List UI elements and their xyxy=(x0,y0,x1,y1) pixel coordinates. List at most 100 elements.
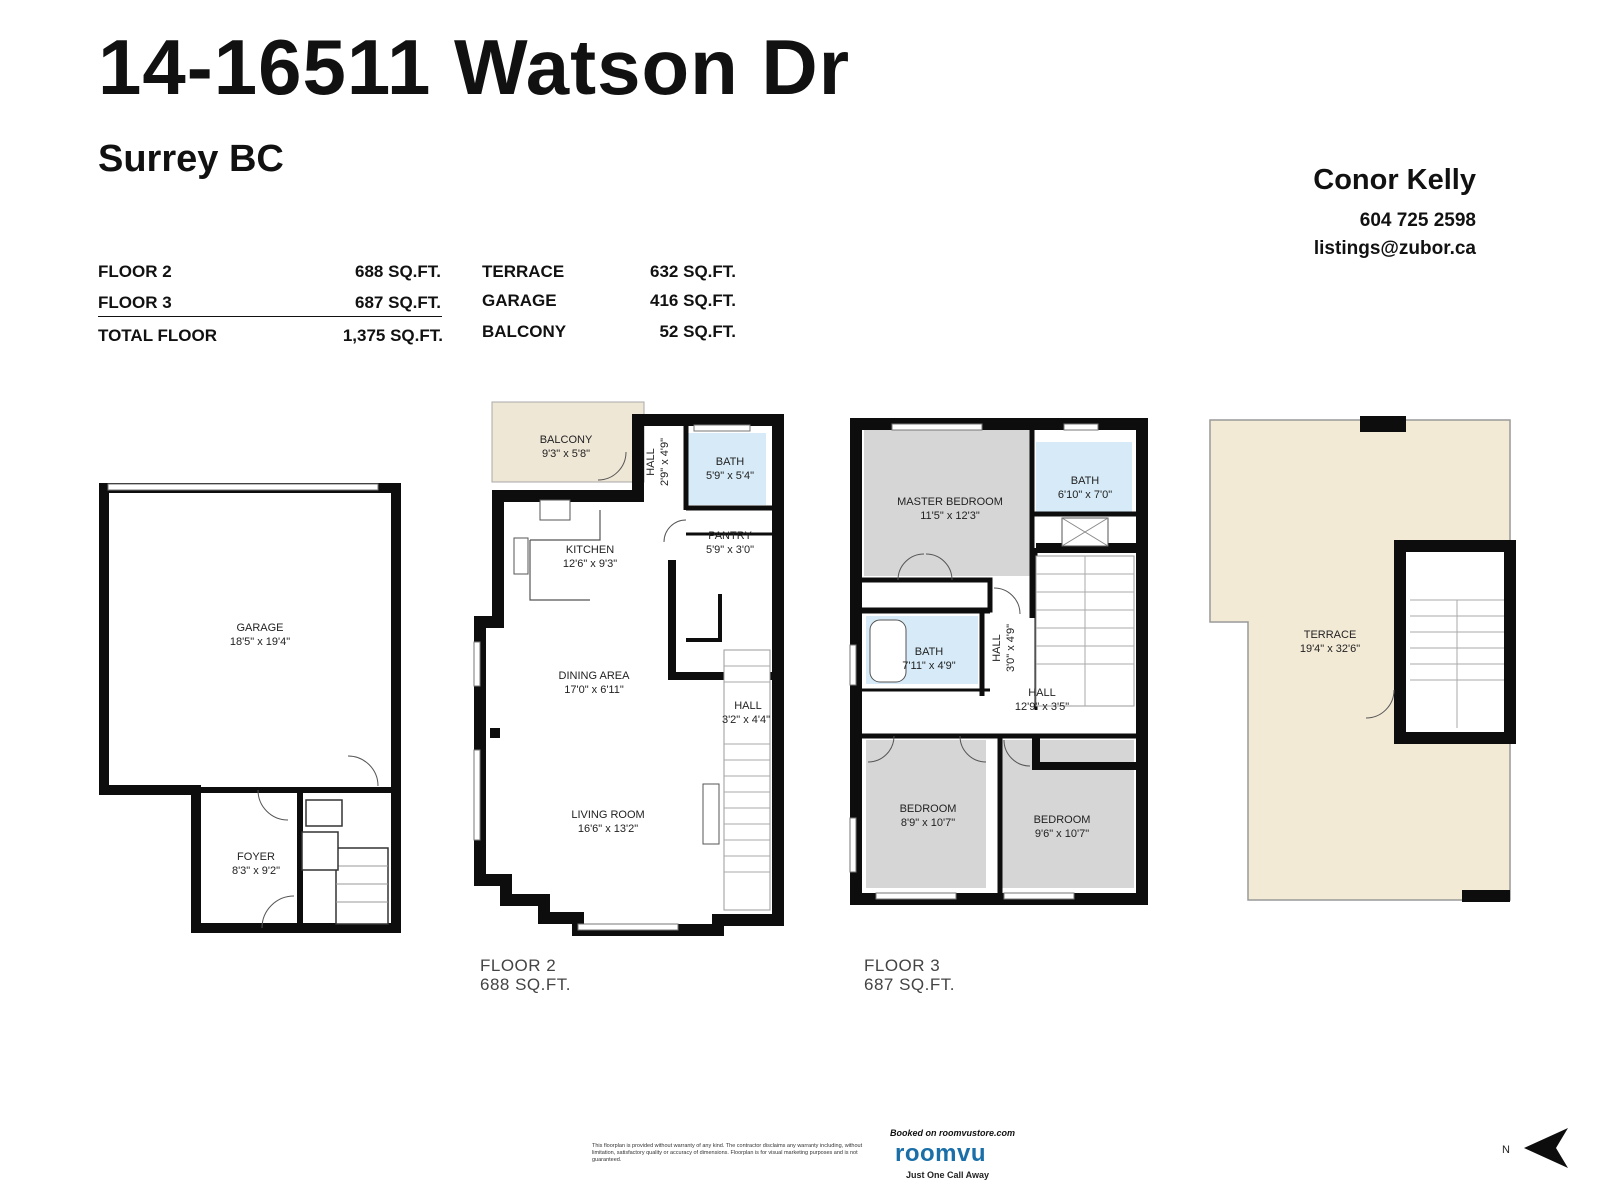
agent-email: listings@zubor.ca xyxy=(1313,238,1476,259)
room-dims-terrace: 19'4" x 32'6" xyxy=(1300,643,1360,655)
room-name-garage: GARAGE xyxy=(236,622,283,634)
room-dims-garage: 18'5" x 19'4" xyxy=(230,636,290,648)
floor3-area: 687 SQ.FT. xyxy=(864,975,955,994)
garage-room xyxy=(108,485,392,789)
door-swing xyxy=(1365,689,1395,719)
door-swing xyxy=(257,789,289,821)
room-name-foyer: FOYER xyxy=(237,851,275,863)
property-city: Surrey BC xyxy=(98,138,284,180)
master-bedroom-room xyxy=(864,430,1032,576)
area-label-total: TOTAL FLOOR xyxy=(98,326,217,345)
room-dims-pantry: 5'9" x 3'0" xyxy=(706,544,754,556)
room-dims-hall-f2-top: 2'9" x 4'9" xyxy=(659,438,671,486)
room-name-hall-f3: HALL xyxy=(1028,687,1056,699)
room-name-balcony: BALCONY xyxy=(540,434,593,446)
room-dims-foyer: 8'3" x 9'2" xyxy=(232,865,280,877)
door-swing xyxy=(261,895,295,929)
booked-text: Booked on roomvustore.com xyxy=(890,1128,1016,1138)
door-swing xyxy=(897,553,925,581)
room-dims-dining: 17'0" x 6'11" xyxy=(564,684,624,696)
terrace-stair-enclosure xyxy=(1394,540,1516,744)
area-value-floor2: 688 SQ.FT. xyxy=(355,262,441,281)
area-value-balcony: 52 SQ.FT. xyxy=(659,322,736,341)
room-dims-living: 16'6" x 13'2" xyxy=(578,823,638,835)
floor2-plan xyxy=(473,401,784,936)
bathtub-icon xyxy=(869,619,907,683)
room-dims-bedroom2: 9'6" x 10'7" xyxy=(1035,828,1089,840)
floor3-name: FLOOR 3 xyxy=(864,956,941,975)
room-dims-balcony: 9'3" x 5'8" xyxy=(542,448,590,460)
sink-icon xyxy=(539,499,571,521)
floor1-outer-wall xyxy=(99,483,401,933)
area-label-garage: GARAGE xyxy=(482,291,557,310)
room-name-terrace: TERRACE xyxy=(1304,629,1357,641)
floor1-plan xyxy=(99,483,401,933)
room-dims-kitchen: 12'6" x 9'3" xyxy=(563,558,617,570)
agent-name: Conor Kelly xyxy=(1313,164,1476,196)
room-name-hall-f2-top: HALL xyxy=(645,448,657,476)
bath-f3-top-room xyxy=(1036,442,1132,514)
floor2-area: 688 SQ.FT. xyxy=(480,975,571,994)
north-arrow-icon: N xyxy=(1502,1128,1568,1168)
roomvu-logo: roomvu xyxy=(895,1140,987,1167)
floor2-outer-wall xyxy=(474,414,784,936)
room-dims-hall-f2: 3'2" x 4'4" xyxy=(722,714,770,726)
room-name-living: LIVING ROOM xyxy=(571,809,644,821)
foyer-stairs xyxy=(335,847,389,925)
room-name-pantry: PANTRY xyxy=(708,530,752,542)
room-name-hall-f2: HALL xyxy=(734,700,762,712)
area-value-total: 1,375 SQ.FT. xyxy=(342,326,443,345)
door-swing xyxy=(663,519,687,543)
roomvu-tagline: Just One Call Away xyxy=(906,1170,990,1180)
property-address: 14-16511 Watson Dr xyxy=(98,23,851,111)
room-dims-bath-f2: 5'9" x 5'4" xyxy=(706,470,754,482)
room-dims-hall-f3: 12'9" x 3'5" xyxy=(1015,701,1069,713)
door-swing xyxy=(993,587,1021,615)
area-value-floor3: 687 SQ.FT. xyxy=(355,293,441,312)
terrace-plan xyxy=(1209,416,1516,902)
room-name-master: MASTER BEDROOM xyxy=(897,496,1003,508)
area-label-floor3: FLOOR 3 xyxy=(98,293,172,312)
room-dims-master: 11'5" x 12'3" xyxy=(920,510,980,522)
door-swing xyxy=(347,755,379,787)
room-dims-bath-f3-top: 6'10" x 7'0" xyxy=(1058,489,1112,501)
door-swing xyxy=(1003,739,1031,767)
fireplace xyxy=(702,783,720,845)
area-value-terrace: 632 SQ.FT. xyxy=(650,262,736,281)
door-swing xyxy=(597,451,627,481)
door-swing xyxy=(867,735,895,763)
kitchen-counter xyxy=(529,540,590,601)
floor3-plan xyxy=(849,418,1148,905)
room-name-kitchen: KITCHEN xyxy=(566,544,614,556)
stove-icon xyxy=(513,537,529,575)
room-name-bath-f3-top: BATH xyxy=(1071,475,1100,487)
room-dims-bath-f3: 7'11" x 4'9" xyxy=(902,660,955,672)
north-label: N xyxy=(1502,1144,1510,1156)
garage-door xyxy=(107,483,379,491)
door-swing xyxy=(959,735,987,763)
agent-phone: 604 725 2598 xyxy=(1359,210,1476,231)
area-label-balcony: BALCONY xyxy=(482,322,567,341)
area-value-garage: 416 SQ.FT. xyxy=(650,291,736,310)
floor3-label: FLOOR 3 687 SQ.FT. xyxy=(864,956,955,994)
foyer-closet xyxy=(305,799,343,827)
room-name-dining: DINING AREA xyxy=(559,670,631,682)
area-label-terrace: TERRACE xyxy=(482,262,565,281)
room-name-bath-f2: BATH xyxy=(716,456,745,468)
room-dims-hall-f3-v: 3'0" x 4'9" xyxy=(1005,624,1017,672)
floor2-name: FLOOR 2 xyxy=(480,956,557,975)
balcony-room xyxy=(491,401,645,483)
floor2-label: FLOOR 2 688 SQ.FT. xyxy=(480,956,571,994)
total-divider xyxy=(98,316,442,317)
disclaimer-text: This floorplan is provided without warra… xyxy=(592,1143,863,1163)
area-label-floor2: FLOOR 2 xyxy=(98,262,172,281)
room-name-bedroom2: BEDROOM xyxy=(1034,814,1091,826)
stairs-f2 xyxy=(723,649,771,911)
bedroom1-room xyxy=(866,740,986,888)
room-name-bath-f3: BATH xyxy=(915,646,944,658)
room-name-bedroom1: BEDROOM xyxy=(900,803,957,815)
room-name-hall-f3-v: HALL xyxy=(991,634,1003,662)
door-swing xyxy=(925,553,953,581)
room-dims-bedroom1: 8'9" x 10'7" xyxy=(901,817,955,829)
